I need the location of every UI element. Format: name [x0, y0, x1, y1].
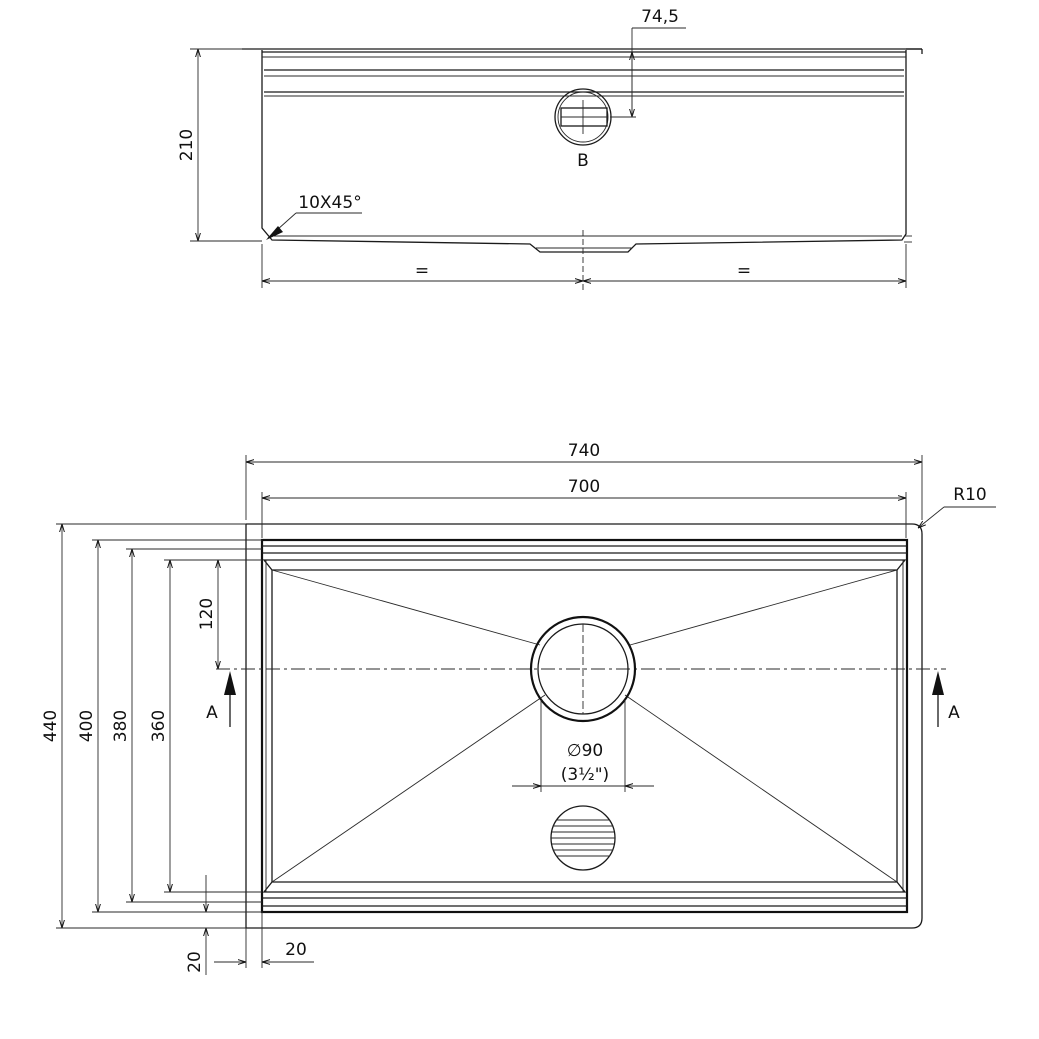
dim-depth: 210 [177, 129, 197, 161]
dim-380: 380 [111, 710, 131, 742]
overflow-outlet [554, 88, 612, 146]
section-arrow-left [224, 671, 236, 727]
dim-20-vertical: 20 [185, 951, 205, 973]
drain-diameter-inch: (3½") [561, 765, 609, 785]
chamfer-label: 10X45° [298, 193, 361, 213]
section-label-right: A [948, 703, 960, 723]
bowl-outline [260, 538, 909, 914]
side-view: B 74,5 210 10X45° = = [177, 7, 923, 290]
section-label-left: A [206, 703, 218, 723]
radius-label: R10 [953, 485, 986, 505]
drain-diameter: ∅90 [567, 741, 603, 761]
dim-outer-width: 740 [568, 441, 600, 461]
top-view: ∅90 (3½") 740 700 R10 440 400 380 [41, 441, 996, 975]
section-arrow-right [932, 671, 944, 727]
side-view-body [261, 50, 907, 253]
dim-20-horizontal: 20 [285, 940, 307, 960]
outer-flange [245, 523, 923, 929]
dim-400: 400 [77, 710, 97, 742]
dim-120: 120 [197, 598, 217, 630]
outlet-label: B [577, 151, 589, 171]
dim-360: 360 [149, 710, 169, 742]
dim-440: 440 [41, 710, 61, 742]
dim-outlet-offset: 74,5 [641, 7, 679, 27]
equal-right: = [737, 261, 751, 281]
equal-left: = [415, 261, 429, 281]
overflow-grille [550, 805, 616, 871]
drain-outlet [529, 615, 637, 723]
dim-inner-width: 700 [568, 477, 600, 497]
